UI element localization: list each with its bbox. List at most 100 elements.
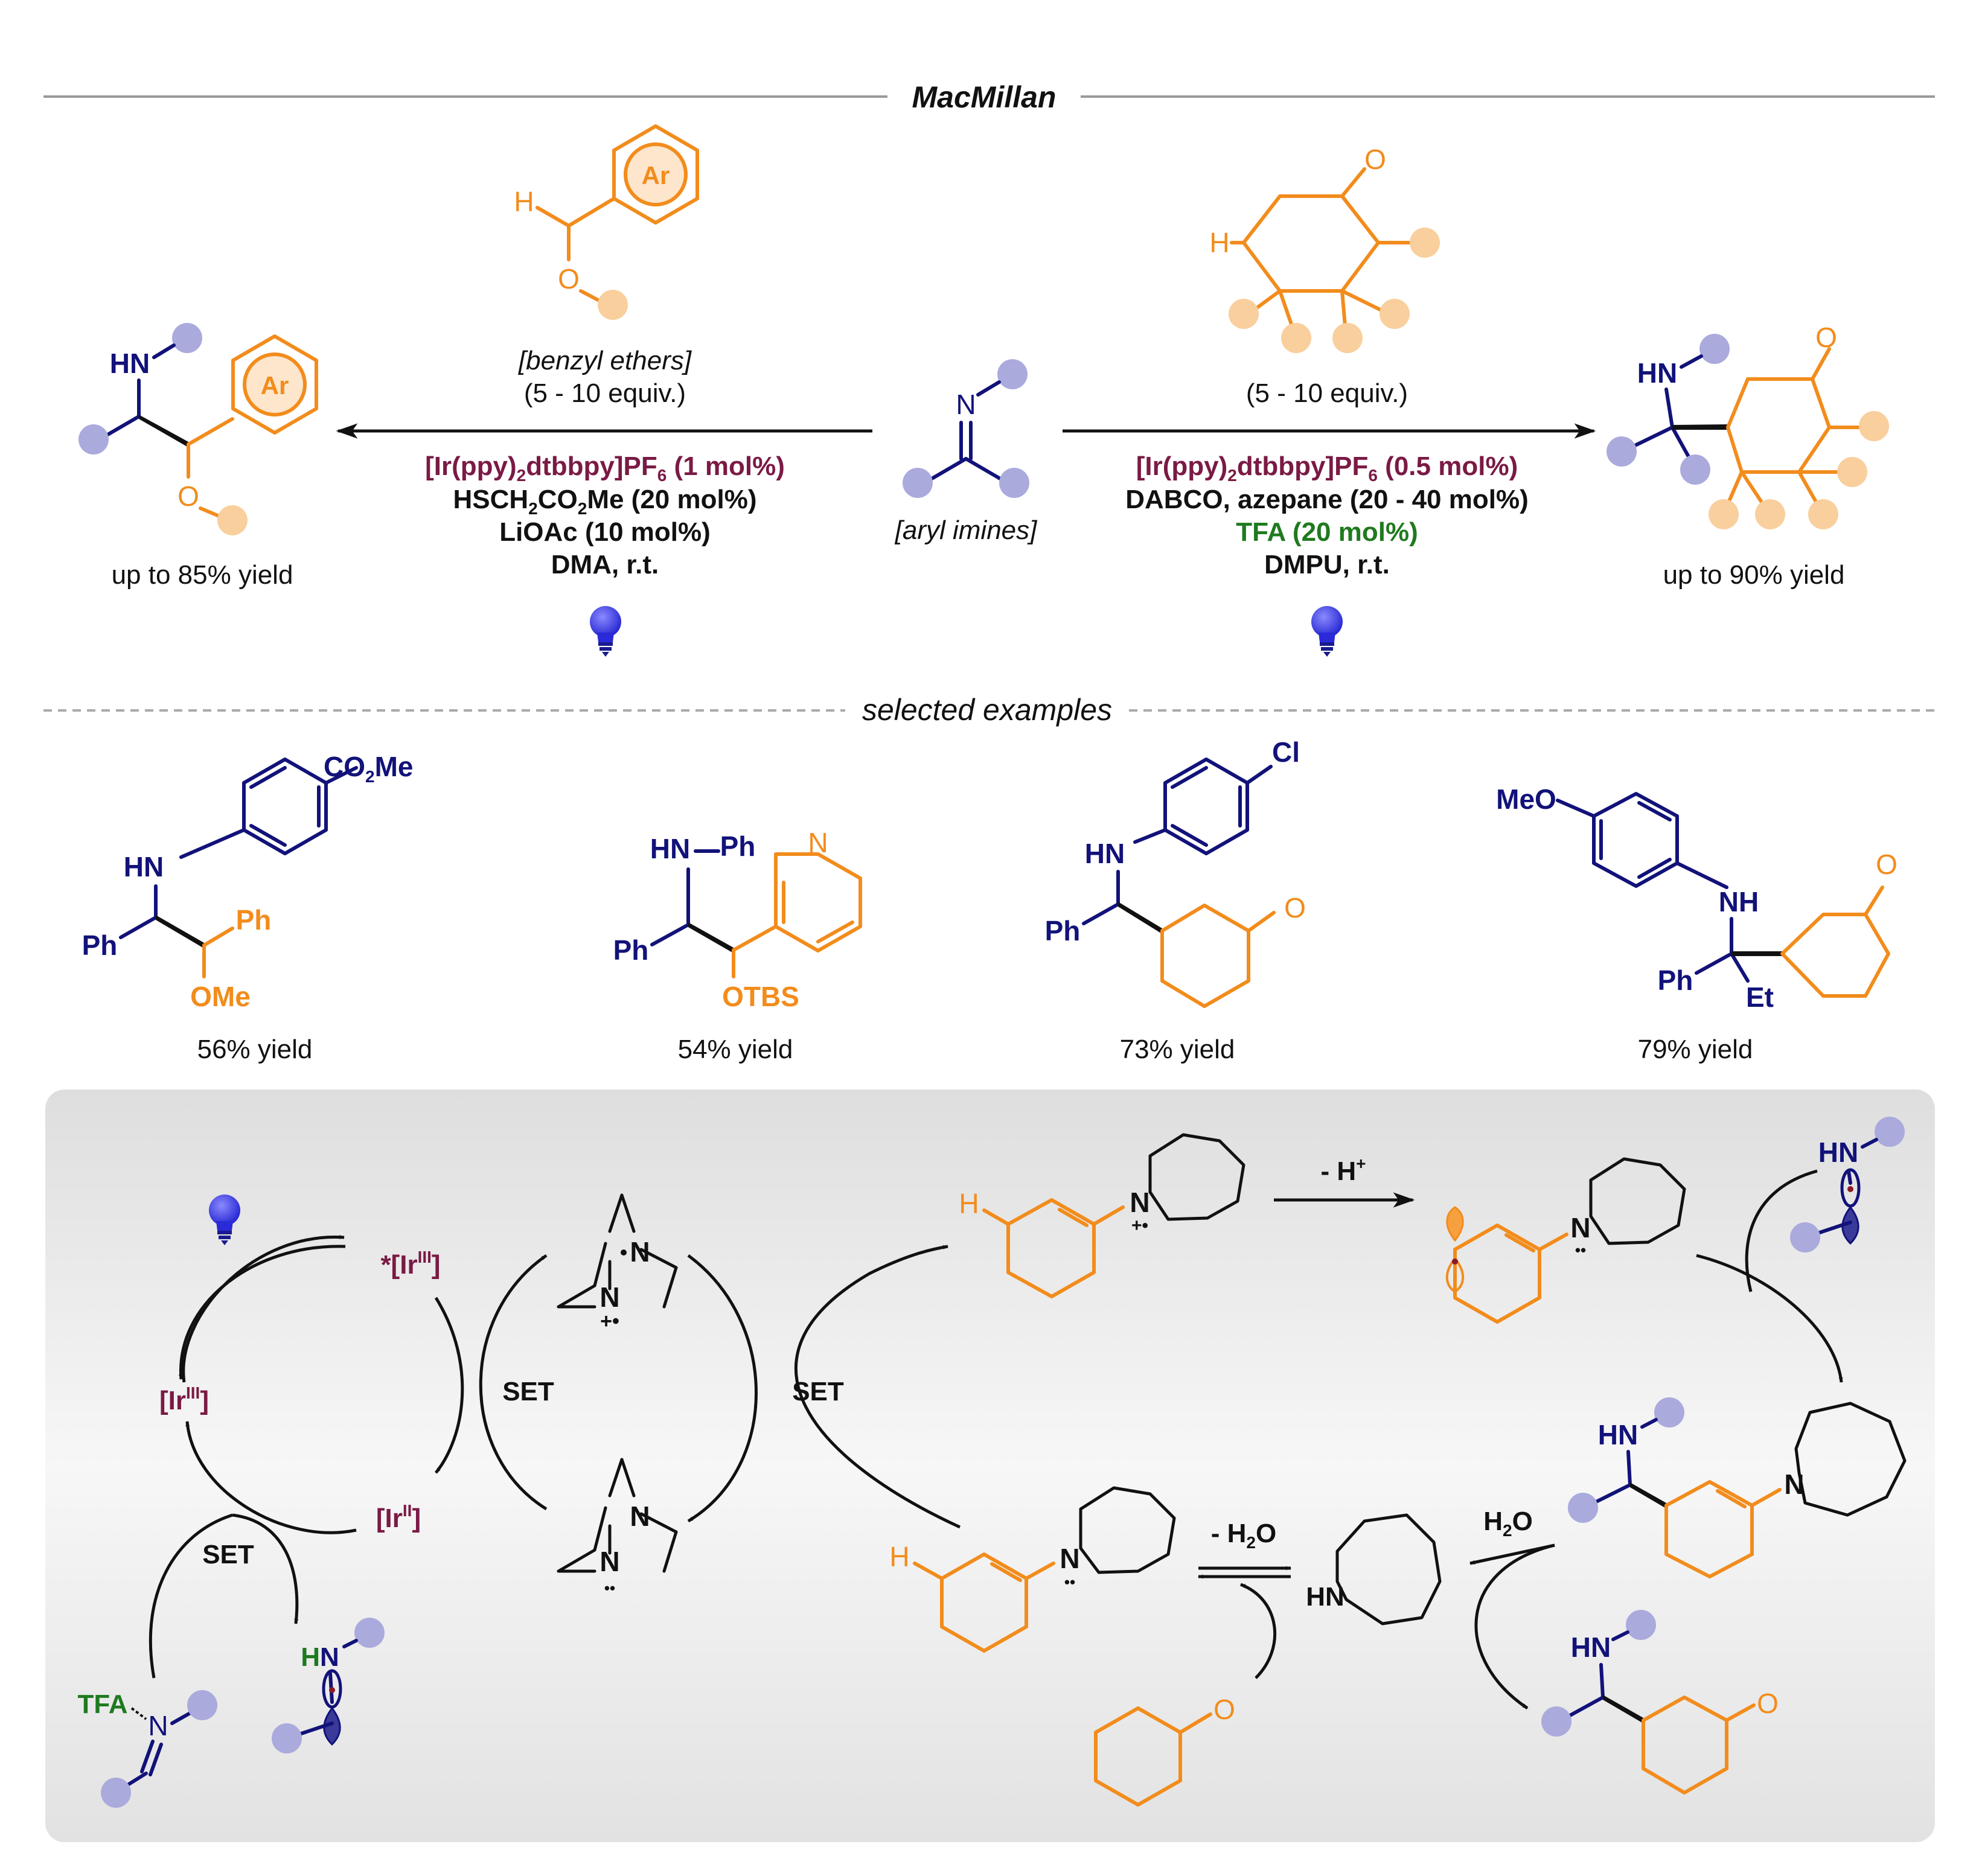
example-4-structure: MeO NH Ph Et O — [1496, 783, 1897, 1013]
ph-label: Ph — [720, 831, 756, 862]
ketone-o: O — [1757, 1688, 1779, 1719]
cl-label: Cl — [1272, 736, 1300, 768]
hn-label: HN — [650, 833, 690, 864]
ir-regeneration-arrow — [185, 1421, 357, 1534]
ir2-label: [IrII] — [376, 1501, 421, 1533]
dabco-n-bottom: N — [599, 1281, 619, 1313]
hn-label: HN — [301, 1642, 339, 1672]
example-1-yield: 56% yield — [197, 1035, 313, 1064]
alpha-h: H — [959, 1188, 979, 1219]
example-3-structure: Cl HN Ph O — [1045, 736, 1306, 1008]
ir-reduction-arrow — [434, 1297, 464, 1474]
imine-n: N — [956, 389, 976, 420]
dabco-structure: N N •• — [557, 1458, 678, 1597]
right-yield: up to 90% yield — [1663, 560, 1845, 590]
cyclohexanone-structure: O — [1094, 1694, 1235, 1807]
dabco-n-top: N — [630, 1236, 650, 1268]
left-equiv: (5 - 10 equiv.) — [524, 378, 686, 408]
dabco-n-bottom: N — [599, 1546, 619, 1577]
radical-cation-mark: +• — [600, 1310, 619, 1333]
left-reagent2: LiOAc (10 mol%) — [499, 517, 711, 547]
enamine-allyl-radical-structure: N •• — [1445, 1157, 1686, 1324]
ketone-o: O — [1213, 1694, 1235, 1725]
ketone-o: O — [1876, 849, 1897, 880]
lone-pair: •• — [1575, 1241, 1586, 1259]
ir3-label: [IrIII] — [159, 1383, 209, 1415]
hn-label: HN — [1085, 838, 1125, 869]
right-reagent2: TFA (20 mol%) — [1236, 517, 1418, 547]
relaxation-arrow — [178, 1245, 346, 1380]
hn-label: HN — [1637, 357, 1677, 389]
lightbulb-icon — [1311, 606, 1343, 657]
ph-label: Ph — [1658, 965, 1693, 996]
left-reagent1: HSCH2CO2Me (20 mol%) — [453, 485, 756, 518]
lone-pair: •• — [604, 1579, 615, 1597]
ph-label: Ph — [1045, 915, 1081, 946]
h2o-label: H2O — [1483, 1507, 1533, 1540]
radical-coupling-arrow — [1696, 1254, 1843, 1383]
set-left-arrow — [232, 1513, 299, 1624]
enamine-n: N — [1060, 1543, 1079, 1574]
o-atom: O — [558, 263, 580, 295]
radical-cation-mark: +• — [1131, 1216, 1148, 1236]
azepane-release-arrow — [1469, 1543, 1555, 1565]
header-title: MacMillan — [912, 80, 1057, 114]
ketone-o: O — [1284, 892, 1306, 924]
set-label-1: SET — [202, 1540, 254, 1569]
left-catalyst: [Ir(ppy)2dtbbpy]PF6 (1 mol%) — [425, 451, 785, 485]
example-2-structure: HN Ph Ph N OTBS — [613, 827, 862, 1012]
ph-label: Ph — [613, 934, 649, 966]
azepane-structure: HN — [1306, 1513, 1442, 1626]
dabco-radical-cation-structure: N N +• — [557, 1193, 678, 1333]
enamine-radical-cation-structure: H N +• — [959, 1133, 1245, 1298]
o-atom: O — [177, 480, 199, 512]
dabco-reduction-arrow — [687, 1254, 758, 1523]
ome-label: OMe — [190, 981, 251, 1012]
hydrolysis-arrow — [1474, 1543, 1555, 1710]
hn-label: HN — [1571, 1632, 1611, 1663]
co2me-label: CO2Me — [324, 751, 413, 786]
hn-label: HN — [1818, 1137, 1858, 1168]
tfa-imine-structure: TFA N — [77, 1689, 217, 1808]
alpha-h: H — [889, 1541, 909, 1572]
lone-pair: •• — [1064, 1573, 1075, 1591]
et-label: Et — [1746, 981, 1774, 1013]
enamine-n: N — [1130, 1187, 1149, 1218]
ketone-o: O — [1815, 322, 1837, 353]
left-yield: up to 85% yield — [112, 560, 293, 590]
otbs-label: OTBS — [722, 981, 799, 1012]
left-conditions: DMA, r.t. — [551, 550, 659, 579]
hn-label: HN — [124, 851, 164, 882]
left-product-structure: HN Ar O — [78, 323, 318, 535]
dabco-n-top: N — [630, 1501, 650, 1532]
enamine-oxidation-arrow — [794, 1245, 961, 1529]
example-3-yield: 73% yield — [1120, 1035, 1235, 1064]
meo-label: MeO — [1496, 783, 1556, 815]
minus-h2o-label: - H2O — [1211, 1519, 1276, 1552]
minus-h-label: - H+ — [1320, 1154, 1366, 1186]
right-product-structure: HN O — [1607, 322, 1889, 529]
imine-n: N — [148, 1710, 168, 1741]
benzyl-ethers-label: [benzyl ethers] — [518, 346, 692, 375]
right-reagent1: DABCO, azepane (20 - 40 mol%) — [1125, 485, 1529, 514]
azepane-hn: HN — [1306, 1582, 1344, 1612]
example-2-yield: 54% yield — [678, 1035, 793, 1064]
alpha-h: H — [1209, 227, 1229, 258]
amino-radical-right-structure: HN — [1790, 1117, 1905, 1252]
example-1-structure: CO2Me HN Ph Ph OMe — [82, 751, 414, 1012]
ar-label: Ar — [642, 161, 670, 190]
tfa-label: TFA — [77, 1689, 127, 1719]
h-atom: H — [514, 186, 534, 217]
right-catalyst: [Ir(ppy)2dtbbpy]PF6 (0.5 mol%) — [1136, 451, 1518, 485]
example-4-yield: 79% yield — [1638, 1035, 1753, 1064]
dabco-oxidation-arrow — [479, 1254, 548, 1511]
ketone-o: O — [1364, 144, 1386, 175]
pyridine-n: N — [808, 827, 828, 858]
right-equiv: (5 - 10 equiv.) — [1246, 378, 1408, 408]
ph-label: Ph — [82, 930, 118, 961]
set-label-2: SET — [502, 1377, 554, 1406]
lightbulb-icon — [590, 606, 621, 657]
ph-label: Ph — [236, 904, 272, 936]
benzyl-ether-structure: Ar H O — [514, 124, 699, 320]
final-product-structure: HN O — [1541, 1610, 1779, 1795]
